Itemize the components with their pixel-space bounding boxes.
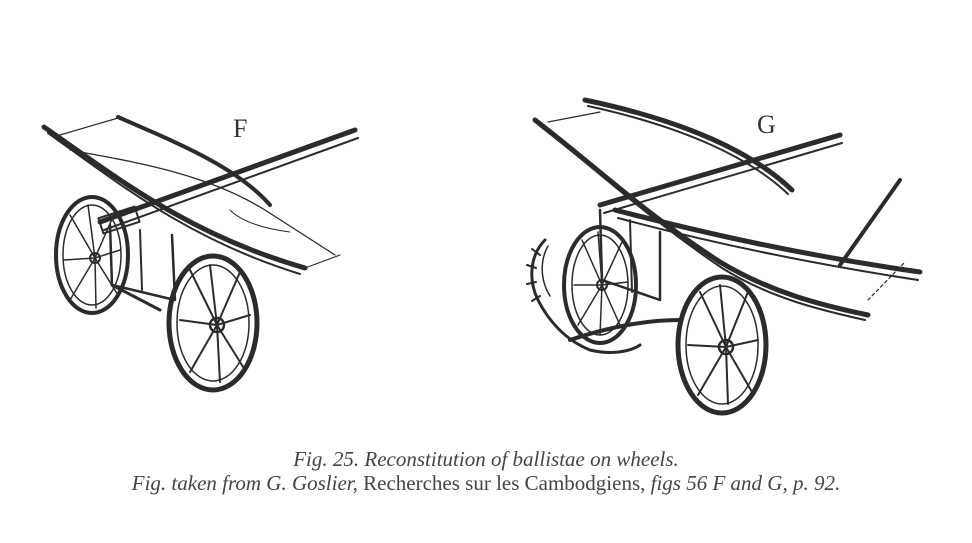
figure-label-g: G [757,110,776,139]
caption-source-reference: figs 56 F and G, p. 92. [645,471,841,495]
caption-title: Fig. 25. Reconstitution of ballistae on … [293,447,679,471]
ballista-g-illustration [526,97,923,416]
figure-label-f: F [233,114,248,143]
caption-source: Fig. taken from G. Goslier, Recherches s… [0,471,972,495]
ballista-f-illustration [41,115,359,393]
caption-source-book-title: Recherches sur les Cambodgiens, [357,471,646,495]
caption-source-prefix: Fig. taken from G. Goslier, [131,471,358,495]
